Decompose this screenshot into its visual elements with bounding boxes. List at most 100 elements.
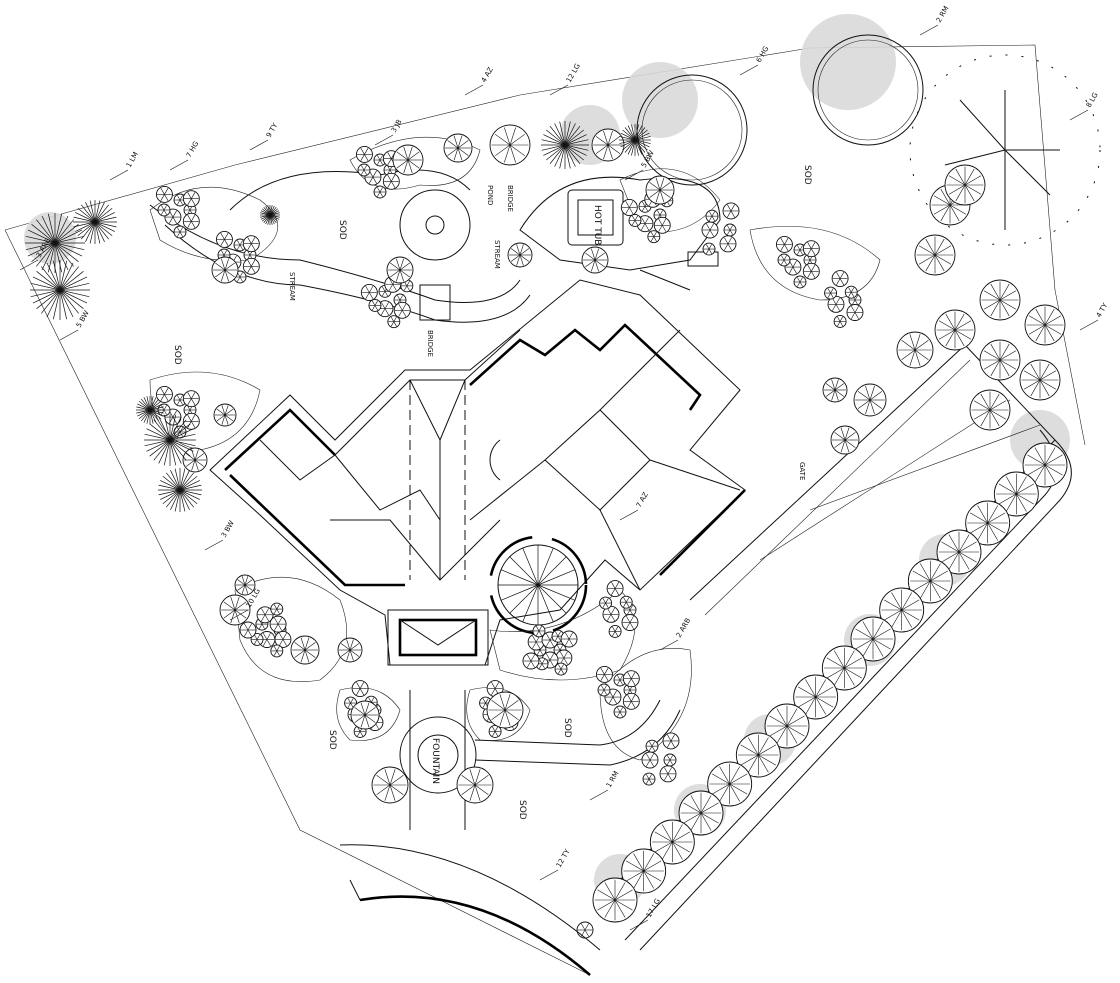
shrub-symbol (613, 673, 627, 687)
shrub-symbol (606, 580, 624, 598)
bed-tree-symbol (645, 175, 675, 205)
shrub-symbol (373, 185, 387, 199)
plant-callout-text: 1 LM (125, 151, 140, 169)
starburst-tree-symbol (619, 124, 651, 156)
plant-callout-tag: 1 RM (589, 770, 621, 801)
shrub-symbol (173, 393, 187, 407)
shrub-symbol (269, 615, 287, 633)
shrub-symbol (382, 172, 400, 190)
shrub-symbol (360, 284, 378, 301)
starburst-trees (25, 121, 651, 512)
plant-callout-tag: 6 HG (739, 45, 771, 76)
shrub-symbol (701, 221, 719, 239)
shrub-symbol (622, 670, 640, 688)
shrub-symbol (560, 630, 578, 648)
plant-callout-tag: 8 LG (1069, 91, 1100, 121)
boundary-tree-symbol (969, 389, 1011, 431)
bed-tree-symbol (386, 256, 414, 284)
shrub-symbol (705, 209, 719, 223)
shrub-symbol (182, 212, 200, 230)
boundary-tree-symbol (979, 279, 1021, 321)
shrub-symbol (775, 235, 793, 253)
shrub-symbol (628, 214, 642, 227)
shrub-symbol (597, 683, 611, 697)
shrub-symbol (173, 225, 187, 239)
shrub-symbol (554, 662, 568, 676)
bed-tree-symbol (350, 700, 380, 730)
label-sod-center: SOD (562, 718, 572, 738)
starburst-tree-symbol (144, 414, 196, 466)
plant-callout-text: 4 TY (1095, 301, 1110, 319)
plant-callout-tag: 9 TY (249, 121, 280, 151)
boundary-tree-symbol (944, 164, 986, 206)
shrub-symbol (653, 208, 667, 222)
shrub-symbol (182, 390, 200, 408)
bed-tree-symbol (486, 691, 524, 729)
bed-tree-symbol (213, 403, 237, 427)
drive-tree-symbol (1022, 442, 1068, 488)
bed-tree-symbol (290, 635, 320, 665)
shrub-symbol (355, 145, 373, 163)
bed-tree-symbol (507, 242, 533, 268)
drive-tree-symbol (621, 848, 667, 894)
shrub-symbol (663, 753, 677, 767)
shrub-symbol (233, 238, 247, 252)
plant-callout-tag: 3 JB (374, 118, 404, 146)
bed-tree-symbol (896, 331, 934, 369)
shrub-symbol (270, 602, 284, 616)
motor-court (339, 690, 681, 976)
plant-callout-tag: 3 BW (204, 519, 236, 551)
plant-callout-tag: 4 AZ (464, 66, 495, 96)
starburst-tree-symbol (541, 121, 589, 169)
shrub-symbol (621, 614, 639, 631)
plant-callout-text: 2 RM (935, 5, 951, 24)
boundary-tree-symbol (1024, 304, 1066, 346)
starburst-tree-symbol (260, 205, 280, 225)
drive-tree-symbol (936, 529, 982, 575)
shrub-clusters (155, 124, 934, 804)
plant-callout-text: 7 HG (185, 140, 201, 159)
shrub-symbol (239, 621, 257, 639)
bed-tree-symbol (371, 766, 409, 804)
drive-shrub-symbol (576, 921, 594, 939)
shrub-symbol (242, 235, 260, 253)
label-fountain: FOUNTAIN (430, 738, 440, 784)
shrub-symbol (641, 751, 659, 769)
label-sod-northeast: SOD (802, 165, 812, 185)
plant-callout-text: 3 JB (390, 118, 404, 134)
shrub-symbol (242, 257, 260, 275)
plant-callout-text: 17 LG (645, 897, 662, 919)
shrub-symbol (831, 270, 849, 288)
bed-tree-symbol (211, 256, 239, 284)
boundary-tree-symbol (914, 234, 956, 276)
shrub-symbol (833, 314, 847, 328)
plant-callout-tag: 5 BW (59, 309, 91, 341)
plan-labels: SOD SOD SOD SOD SOD SOD HOT TUB FOUNTAIN… (172, 165, 812, 820)
label-sod-north: SOD (337, 220, 347, 240)
plant-callout-text: 5 BW (75, 309, 91, 329)
plant-callout-tag: 2 ARB (659, 617, 692, 651)
starburst-tree-symbol (136, 396, 164, 424)
plant-callout-text: 9 TY (265, 121, 280, 139)
shrub-symbol (620, 199, 638, 216)
plant-callout-text: 4 AZ (480, 66, 495, 84)
shrub-symbol (157, 203, 171, 217)
plant-callout-text: 7 AZ (635, 491, 650, 509)
specimen-tree-large (636, 34, 1101, 246)
bed-tree-symbol (182, 447, 208, 473)
label-hot-tub: HOT TUB (592, 205, 602, 245)
plant-callout-text: 8 LG (1085, 91, 1100, 109)
shrub-symbol (599, 596, 613, 610)
label-stream-west: STREAM (288, 272, 296, 301)
shrub-symbol (662, 732, 680, 750)
shrub-symbol (702, 242, 716, 256)
starburst-tree-symbol (158, 468, 202, 512)
property-boundary (4, 44, 1086, 976)
label-pond: POND (486, 185, 494, 205)
bed-tree-symbol (443, 133, 473, 163)
plant-callout-text: 3 BW (220, 519, 236, 539)
house-footprint (209, 279, 746, 666)
plant-callout-text: 12 LG (565, 62, 582, 84)
shrub-symbol (793, 275, 807, 289)
plant-callout-text: 6 HG (755, 45, 771, 64)
